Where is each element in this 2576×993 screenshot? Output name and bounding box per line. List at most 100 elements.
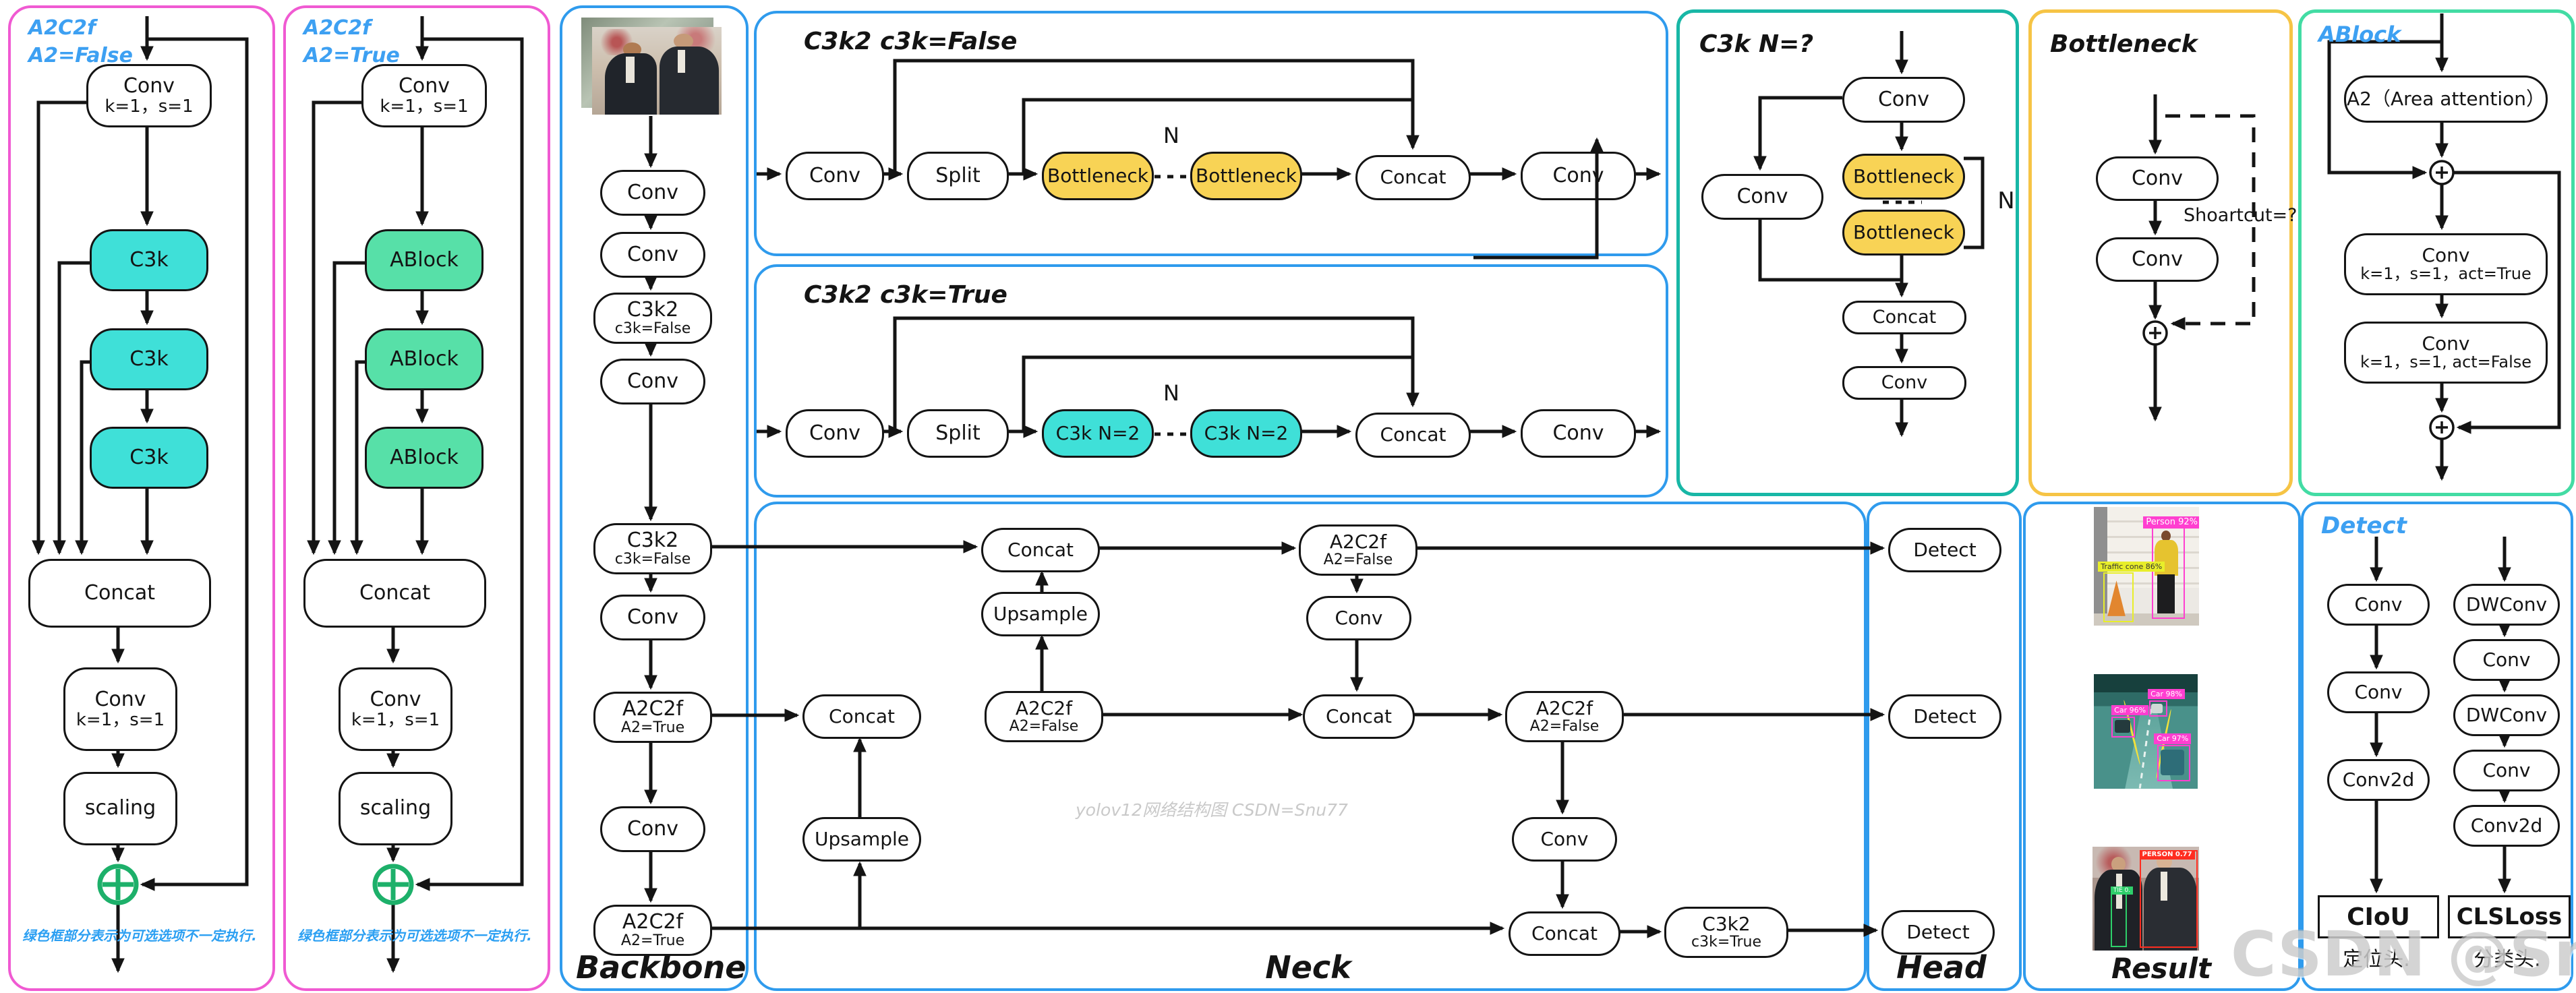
scaling-node: scaling xyxy=(63,772,177,845)
a2c2f-node: A2C2f A2=False xyxy=(1505,691,1624,742)
c3k2-true-title: C3k2 c3k=True xyxy=(804,281,1007,309)
clsloss-box: CLSLoss xyxy=(2448,895,2571,938)
conv-node: Conv xyxy=(600,232,705,278)
bottleneck-node: Bottleneck xyxy=(1042,152,1154,200)
panel-bottleneck xyxy=(2028,9,2293,496)
panel-c3k2-true xyxy=(754,264,1668,498)
ablock-node: ABlock xyxy=(365,229,484,291)
upsample-node: Upsample xyxy=(802,817,921,862)
conv-node: Conv k=1，s=1, act=False xyxy=(2344,322,2548,384)
c3k-node: C3k xyxy=(90,427,208,489)
panel-c3k2-false xyxy=(754,11,1668,256)
backbone-label: Backbone xyxy=(576,949,747,986)
conv-node: Conv xyxy=(2096,237,2219,282)
detection-label: Traffic cone 86% xyxy=(2098,561,2165,572)
bottleneck-node: Bottleneck xyxy=(1842,210,1965,255)
car xyxy=(2150,704,2163,713)
panel-result xyxy=(2023,502,2301,991)
cone-bbox xyxy=(2103,572,2134,623)
detect-panel-title: Detect xyxy=(2321,512,2407,539)
detection-label: Person 92% xyxy=(2143,516,2199,529)
concat-node: Concat xyxy=(1355,413,1471,458)
conv-node: Conv xyxy=(1842,77,1965,123)
concat-node: Concat xyxy=(1842,301,1966,334)
split-node: Split xyxy=(907,409,1009,458)
corner-watermark: CSDN @Snu77 xyxy=(2231,918,2576,990)
detection-label: PERSON 0.77 xyxy=(2139,849,2195,860)
bottleneck-node: Bottleneck xyxy=(1190,152,1302,200)
conv-node: Conv xyxy=(1842,366,1966,400)
concat-node: Concat xyxy=(1355,155,1471,200)
conv-node: Conv xyxy=(2453,750,2560,791)
conv-node: Conv xyxy=(2327,584,2430,626)
head-label: Head xyxy=(1896,949,1987,986)
n-repeat-label: N xyxy=(1997,187,2015,214)
green-box-note: 绿色框部分表示为可选选项不一定执行. xyxy=(22,928,257,944)
panel-head xyxy=(1867,502,2022,991)
conv-node: Conv k=1，s=1 xyxy=(63,667,177,751)
person-legs xyxy=(2157,574,2175,614)
bottleneck-panel-title: Bottleneck xyxy=(2050,30,2198,58)
head-left xyxy=(2111,857,2126,872)
a2c2f-node: A2C2f A2=False xyxy=(985,691,1103,742)
conv-node: Conv k=1，s=1 xyxy=(86,64,212,127)
concat-node: Concat xyxy=(1509,911,1620,956)
bottleneck-node: Bottleneck xyxy=(1842,154,1965,200)
ablock-panel-title: ABlock xyxy=(2318,22,2401,47)
car xyxy=(2160,750,2184,775)
panel-neck xyxy=(754,502,1867,991)
c3k2-node: C3k2 c3k=True xyxy=(1664,907,1788,958)
panel-detect xyxy=(2301,502,2573,991)
conv-node: Conv k=1，s=1 xyxy=(361,64,487,127)
a2c2f-true-title: A2C2f A2=True xyxy=(303,16,400,67)
green-box-note: 绿色框部分表示为可选选项不一定执行. xyxy=(297,928,532,944)
c3k2-false-title: C3k2 c3k=False xyxy=(804,28,1018,55)
conv-node: Conv xyxy=(2096,156,2219,201)
car-bbox xyxy=(2148,700,2167,717)
detection-label: Car 97% xyxy=(2154,733,2192,744)
loc-head-caption: 定位头. xyxy=(2343,948,2410,971)
ciou-loss-box: CIoU xyxy=(2318,895,2439,938)
a2c2f-node: A2C2f A2=True xyxy=(593,692,712,743)
detect-node: Detect xyxy=(1888,528,2001,572)
c3k-n2-node: C3k N=2 xyxy=(1042,409,1154,458)
a2c2f-node: A2C2f A2=False xyxy=(1299,524,1417,576)
c3k-node: C3k xyxy=(90,328,208,390)
detect-node: Detect xyxy=(1888,694,2001,739)
head-right xyxy=(673,34,693,49)
ablock-node: ABlock xyxy=(365,328,484,390)
c3k-node: C3k xyxy=(90,229,208,291)
conv-node: Conv xyxy=(786,409,884,458)
n-repeat-label: N xyxy=(1163,380,1179,406)
conv-node: Conv xyxy=(1512,817,1617,862)
conv-node: Conv xyxy=(600,806,705,852)
detection-label: Car 96% xyxy=(2111,704,2149,716)
conv2d-node: Conv2d xyxy=(2327,759,2430,801)
shirt-left xyxy=(625,57,635,84)
result-image-street: Person 92% Traffic cone 86% xyxy=(2094,507,2199,626)
detection-label: TIE 0. xyxy=(2110,886,2134,895)
result-label: Result xyxy=(2111,952,2212,985)
conv-node: Conv xyxy=(1306,596,1411,640)
conv-node: Conv xyxy=(600,170,705,216)
c3k2-node: C3k2 c3k=False xyxy=(593,293,712,344)
detection-label: Car 98% xyxy=(2148,689,2185,700)
area-attention-node: A2（Area attention） xyxy=(2344,76,2548,123)
conv-node: Conv xyxy=(2453,639,2560,681)
panel-ablock xyxy=(2298,9,2575,496)
conv-node: Conv xyxy=(600,595,705,640)
suit-right xyxy=(2143,867,2197,951)
center-watermark: yolov12网络结构图 CSDN=Snu77 xyxy=(1076,800,1348,820)
conv-node: Conv k=1，s=1，act=True xyxy=(2344,233,2548,295)
input-image xyxy=(592,27,722,115)
ablock-node: ABlock xyxy=(365,427,484,489)
conv-node: Conv xyxy=(1701,174,1823,220)
shortcut-label: Shoartcut=? xyxy=(2184,205,2297,226)
split-node: Split xyxy=(907,152,1009,200)
a2c2f-node: A2C2f A2=True xyxy=(593,905,712,956)
conv-node: Conv xyxy=(786,152,884,200)
concat-node: Concat xyxy=(802,694,921,739)
result-image-coaches: PERSON 0.77 TIE 0. xyxy=(2092,847,2199,951)
